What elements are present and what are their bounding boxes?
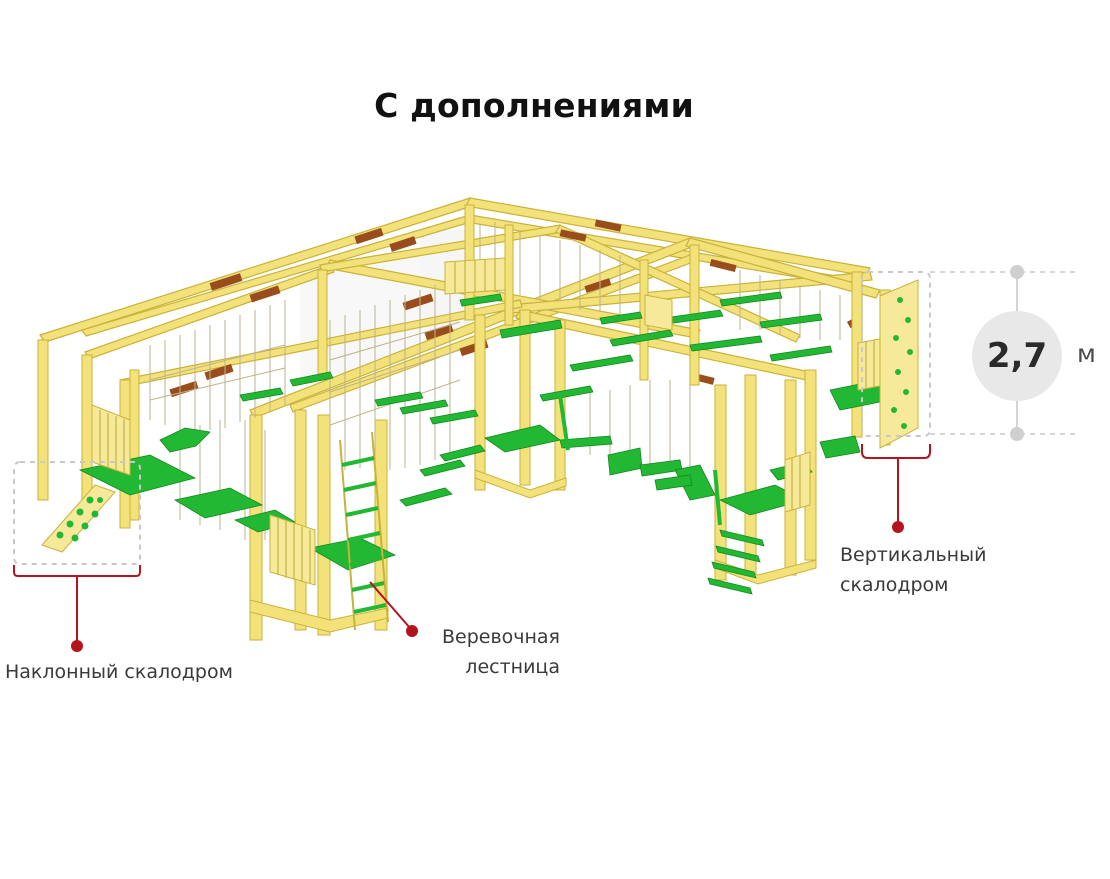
inclined-wall-label: Наклонный скалодром — [5, 657, 233, 687]
rope-ladder-label-line1: Веревочная — [441, 626, 560, 648]
climbing-pole — [558, 394, 722, 526]
page-title: С дополнениями — [374, 86, 694, 125]
rope-ladder — [339, 431, 389, 631]
vertical-wall-label: Вертикальный скалодром — [840, 540, 986, 600]
height-circle — [972, 311, 1062, 401]
inclined-wall-highlight — [13, 461, 141, 652]
vertical-wall-label-line2: скалодром — [840, 574, 949, 596]
height-unit: м — [1077, 339, 1096, 368]
rope-ladder-label: Веревочная лестница — [436, 622, 560, 682]
inclined-wall-label-text: Наклонный скалодром — [5, 661, 233, 683]
vertical-climbing-wall — [879, 279, 919, 449]
rope-ladder-label-line2: лестница — [465, 656, 560, 678]
height-value: 2,7 — [986, 336, 1048, 376]
railing-slats — [99, 258, 875, 584]
rope-ladder-pointer — [369, 581, 418, 637]
height-indicator — [930, 265, 1078, 441]
vertical-wall-highlight — [861, 271, 931, 533]
vertical-wall-label-line1: Вертикальный — [840, 544, 987, 566]
inclined-climbing-wall — [41, 484, 116, 553]
